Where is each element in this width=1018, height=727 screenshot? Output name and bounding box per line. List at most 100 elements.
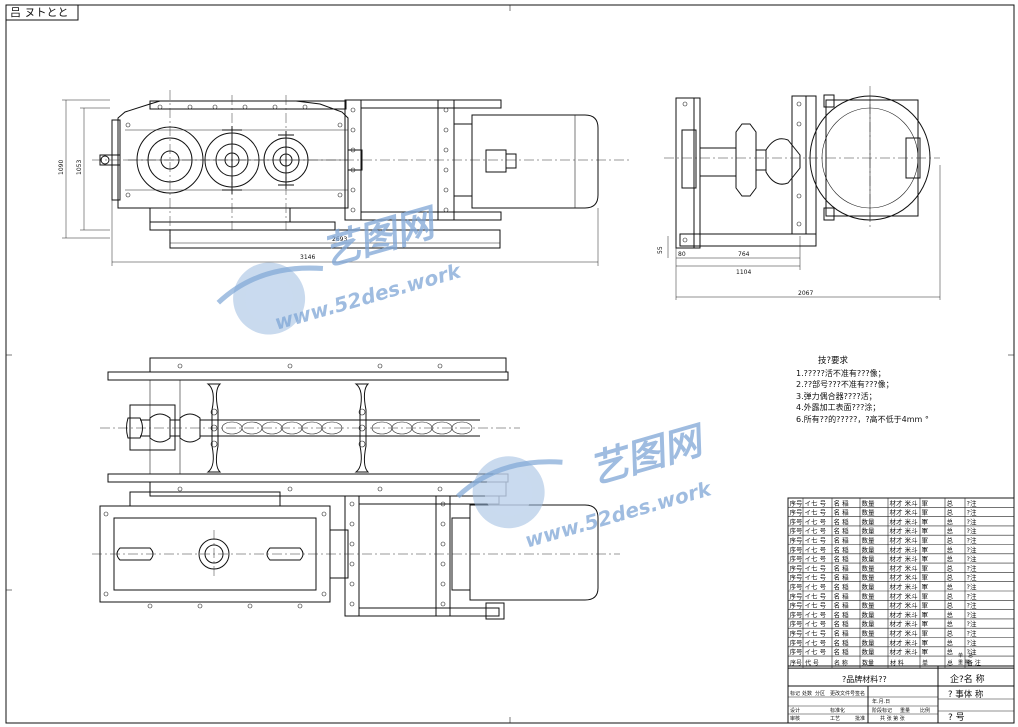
tb-material-label: ?品牌材料?? [842, 674, 887, 684]
corner-label: 吕 ヌトとと [10, 6, 69, 19]
parts-row-cell: 名 稲 [834, 629, 850, 638]
parts-row-cell: 总 [947, 508, 954, 517]
parts-row-cell: ?注 [967, 508, 977, 517]
tb-review-0: 审核 [790, 715, 800, 722]
dim-length-total: 3146 [300, 254, 315, 261]
parts-row-cell: 序号 [790, 591, 804, 600]
parts-row-cell: 序号 [790, 629, 804, 638]
tb-rev-2: 分区 [815, 690, 825, 697]
notes-title: 技?要求 [818, 356, 849, 366]
notes-item: 2.??部号???不准有???像； [796, 380, 894, 389]
parts-header-cell: 代 号 [805, 659, 819, 667]
parts-row-cell: イ七 号 [805, 638, 827, 647]
parts-row-cell: イ七 号 [805, 508, 827, 517]
parts-row-cell: 材才 米斗 [890, 498, 919, 507]
tb-rev-1: 处数 [802, 690, 812, 697]
side-view [664, 86, 941, 300]
parts-row-cell: ?注 [967, 536, 977, 545]
tb-review-2: 批准 [855, 715, 865, 722]
parts-row-cell: 材才 米斗 [890, 591, 919, 600]
parts-row-cell: ?注 [967, 619, 977, 628]
parts-row-cell: 軍 [922, 518, 929, 526]
parts-row-cell: 总 [947, 536, 954, 545]
dim-side-total: 2067 [798, 290, 813, 297]
parts-row-cell: 材才 米斗 [890, 545, 919, 554]
parts-row-cell: 名 稲 [834, 601, 850, 610]
parts-row-cell: 軍 [922, 555, 929, 563]
parts-row-cell: 名 稲 [834, 508, 850, 517]
notes-item: 1.?????活不准有???像； [796, 368, 886, 378]
tb-design-0: 设计 [790, 707, 800, 714]
dim-length-mid: 2693 [332, 236, 347, 243]
parts-header-cell: 序号 [790, 659, 802, 667]
parts-row-cell: 軍 [922, 499, 929, 507]
parts-row-cell: 总 [947, 545, 954, 554]
parts-row-cell: 数量 [862, 610, 876, 619]
parts-row-cell: ?注 [967, 554, 977, 563]
parts-row-cell: 名 稲 [834, 619, 850, 628]
parts-row-cell: イ七 号 [805, 573, 827, 582]
parts-row-cell: 名 稲 [834, 610, 850, 619]
parts-row-cell: 数量 [862, 508, 876, 517]
parts-row-cell: 名 稲 [834, 536, 850, 545]
dim-side-small: 55 [657, 246, 664, 254]
parts-row-cell: ?注 [967, 601, 977, 610]
parts-row-cell: イ七 号 [805, 582, 827, 591]
tb-design-2: 阶段标记 [872, 707, 892, 714]
tb-design-1: 标准化 [830, 707, 845, 714]
parts-row-cell: 材才 米斗 [890, 638, 919, 647]
dim-side-b: 764 [738, 251, 750, 258]
parts-row-cell: 总 [947, 610, 954, 619]
parts-row-cell: 总 [947, 563, 954, 572]
corner-label-box [5, 4, 79, 21]
parts-row-cell: 数量 [862, 582, 876, 591]
parts-row-cell: 总 [947, 517, 954, 526]
parts-row-cell: 总 [947, 554, 954, 563]
parts-row-cell: ?注 [967, 647, 977, 656]
parts-header-cell: 总 [947, 659, 953, 667]
parts-row-cell: 总 [947, 591, 954, 600]
tb-design-4: 比例 [920, 707, 930, 714]
dim-side-c: 1104 [736, 269, 751, 276]
parts-row-cell: 軍 [922, 592, 929, 600]
plan-view [100, 357, 520, 497]
tb-rev-0: 标记 [790, 690, 800, 697]
parts-row-cell: ?注 [967, 498, 977, 507]
parts-row-cell: 数量 [862, 545, 876, 554]
parts-row-cell: 名 稲 [834, 517, 850, 526]
parts-row-cell: 軍 [922, 639, 929, 647]
parts-row-cell: 名 稲 [834, 563, 850, 572]
parts-row-cell: 数量 [862, 647, 876, 656]
parts-row-cell: 名 稲 [834, 591, 850, 600]
parts-row-cell: 軍 [922, 564, 929, 572]
parts-row-cell: イ七 号 [805, 554, 827, 563]
tb-weight-a: 单 [958, 652, 963, 659]
parts-row-cell: 軍 [922, 537, 929, 545]
parts-row-cell: 軍 [922, 574, 929, 582]
parts-row-cell: 数量 [862, 601, 876, 610]
parts-row-cell: イ七 号 [805, 545, 827, 554]
tb-rev-5: 年.月.日 [872, 698, 890, 705]
parts-row-cell: 材才 米斗 [890, 563, 919, 572]
parts-row-cell: 序号 [790, 638, 804, 647]
parts-row-cell: 軍 [922, 620, 929, 628]
parts-row-cell: 軍 [922, 648, 929, 656]
parts-row-cell: イ七 号 [805, 526, 827, 535]
parts-row-cell: 数量 [862, 629, 876, 638]
parts-row-cell: 数量 [862, 619, 876, 628]
watermark-2 [456, 456, 563, 529]
parts-row-cell: 材才 米斗 [890, 508, 919, 517]
parts-row-cell: イ七 号 [805, 619, 827, 628]
tb-review-1: 工艺 [830, 716, 840, 722]
tb-rev-4: 签名 [855, 690, 865, 697]
parts-row-cell: 材才 米斗 [890, 582, 919, 591]
front-view [62, 90, 630, 266]
parts-row-cell: ?注 [967, 591, 977, 600]
technical-notes: 技?要求 1.?????活不准有???像； 2.??部号???不准有???像； … [796, 356, 976, 425]
parts-row-cell: 序号 [790, 498, 804, 507]
parts-row-cell: 总 [947, 647, 954, 656]
parts-row-cell: 材才 米斗 [890, 536, 919, 545]
parts-row-cell: 序号 [790, 610, 804, 619]
parts-row-cell: 軍 [922, 546, 929, 554]
